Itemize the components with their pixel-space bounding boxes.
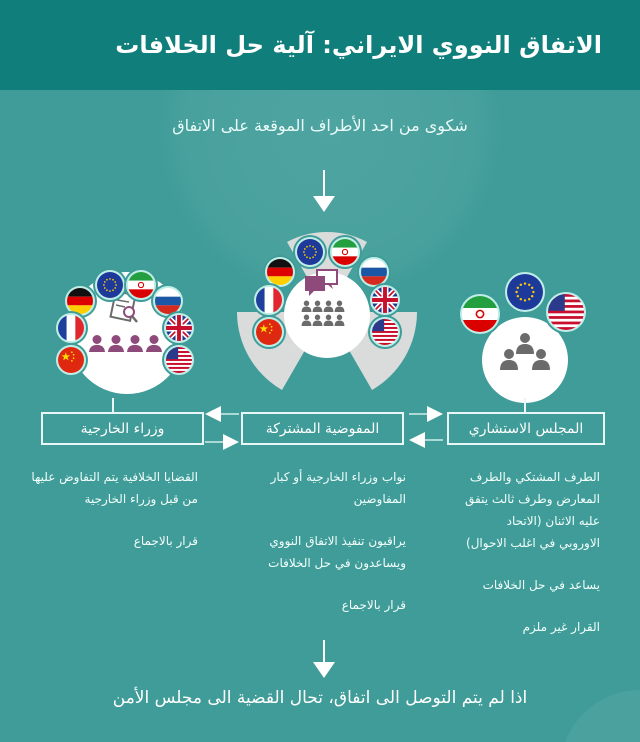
flag-china-icon xyxy=(254,317,284,347)
joint-commission-role: يراقبون تنفيذ الاتفاق النووي ويساعدون في… xyxy=(268,534,406,570)
joint-commission-members: نواب وزراء الخارجية أو كبار المفاوضين xyxy=(270,470,406,506)
flag-eu-icon xyxy=(95,270,125,300)
flag-usa-icon xyxy=(164,345,194,375)
flag-iran-icon xyxy=(330,237,360,267)
arrow-down-icon xyxy=(312,640,336,678)
advisory-board-label: المجلس الاستشاري xyxy=(468,420,584,437)
foreign-ministers-description: القضايا الخلافية يتم التفاوض عليها من قب… xyxy=(30,466,198,572)
foreign-ministers-graphic xyxy=(50,262,200,402)
document-review-icon xyxy=(109,290,138,323)
complaint-text: شكوى من احد الأطراف الموقعة على الاتفاق xyxy=(172,116,468,135)
box-advisory-board: المجلس الاستشاري xyxy=(447,412,605,445)
flag-uk-icon xyxy=(164,313,194,343)
flag-usa-icon xyxy=(370,317,400,347)
flag-france-icon xyxy=(254,285,284,315)
people-group-icon xyxy=(500,333,550,370)
arrow-right-icon xyxy=(409,406,443,422)
arrow-left-icon xyxy=(409,432,443,448)
advisory-board-members: الطرف المشتكي والطرف المعارض وطرف ثالث ي… xyxy=(465,470,600,550)
arrow-down-icon xyxy=(312,170,336,212)
flag-uk-icon xyxy=(370,285,400,315)
joint-commission-description: نواب وزراء الخارجية أو كبار المفاوضين ير… xyxy=(238,466,406,636)
advisory-board-description: الطرف المشتكي والطرف المعارض وطرف ثالث ي… xyxy=(462,466,600,658)
connector-line xyxy=(524,398,526,412)
advisory-board-decision: القرار غير ملزم xyxy=(522,620,600,634)
flag-russia-icon xyxy=(359,257,389,287)
foreign-ministers-decision: قرار بالاجماع xyxy=(133,534,198,548)
foreign-ministers-role: القضايا الخلافية يتم التفاوض عليها من قب… xyxy=(31,470,198,506)
joint-commission-graphic xyxy=(232,222,422,402)
foreign-ministers-label: وزراء الخارجية xyxy=(80,420,165,437)
escalation-note: اذا لم يتم التوصل الى اتفاق، تحال القضية… xyxy=(112,688,528,708)
flag-germany-icon xyxy=(265,257,295,287)
assembly-discussion-icon xyxy=(301,269,345,326)
arrow-left-icon xyxy=(205,406,239,422)
flag-iran-icon xyxy=(460,294,500,334)
flag-iran-icon xyxy=(126,270,156,300)
header-bar: الاتفاق النووي الايراني: آلية حل الخلافا… xyxy=(0,0,640,90)
page-title: الاتفاق النووي الايراني: آلية حل الخلافا… xyxy=(115,31,602,59)
ministers-group-icon xyxy=(86,335,166,354)
flag-germany-icon xyxy=(65,286,95,316)
flag-eu-icon xyxy=(505,272,545,312)
box-foreign-ministers: وزراء الخارجية xyxy=(41,412,204,445)
joint-commission-decision: قرار بالاجماع xyxy=(341,598,406,612)
flag-usa-icon xyxy=(546,292,586,332)
joint-commission-label: المفوضية المشتركة xyxy=(265,420,380,437)
flag-russia-icon xyxy=(153,286,183,316)
advisory-board-graphic xyxy=(450,272,600,403)
arrow-right-icon xyxy=(205,434,239,450)
connector-line xyxy=(112,398,114,412)
flag-france-icon xyxy=(56,313,86,343)
box-joint-commission: المفوضية المشتركة xyxy=(241,412,404,445)
flag-china-icon xyxy=(56,345,86,375)
advisory-board-circle xyxy=(482,317,568,403)
advisory-board-role: يساعد في حل الخلافات xyxy=(482,578,600,592)
flag-eu-icon xyxy=(295,237,325,267)
